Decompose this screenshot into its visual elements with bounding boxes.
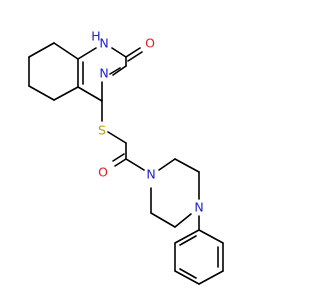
bond <box>127 51 143 62</box>
nitrogen-label: N <box>99 36 108 51</box>
sulfur-label: S <box>98 123 106 138</box>
nitrogen-label: N <box>194 200 203 215</box>
bond <box>109 67 121 75</box>
bond <box>125 47 141 58</box>
bond <box>179 235 197 246</box>
nitrogen-label: N <box>146 167 155 182</box>
atom-labels: H N O N S O N N <box>91 29 203 215</box>
bond <box>158 158 176 171</box>
bond <box>28 85 55 101</box>
bond <box>174 229 200 244</box>
bond <box>53 42 79 60</box>
oxygen-label: O <box>98 165 108 180</box>
bond <box>174 213 192 228</box>
bond <box>77 86 103 102</box>
bond <box>198 229 224 244</box>
bond <box>150 212 176 228</box>
bond <box>174 158 200 173</box>
bond <box>174 270 200 285</box>
bond <box>28 42 55 58</box>
oxygen-label: O <box>145 36 155 51</box>
bond <box>198 270 224 285</box>
bond <box>111 47 127 58</box>
bond <box>125 158 145 171</box>
bond <box>112 153 125 162</box>
bond <box>77 47 97 60</box>
bond <box>112 65 127 76</box>
bond <box>107 131 127 144</box>
bond <box>114 158 127 167</box>
bonds <box>28 42 224 285</box>
hydrogen-label: H <box>91 29 100 44</box>
nitrogen-label: N <box>99 66 108 81</box>
bond <box>53 86 79 101</box>
bond <box>179 268 197 279</box>
molecule-structure: H N O N S O N N <box>28 29 224 285</box>
